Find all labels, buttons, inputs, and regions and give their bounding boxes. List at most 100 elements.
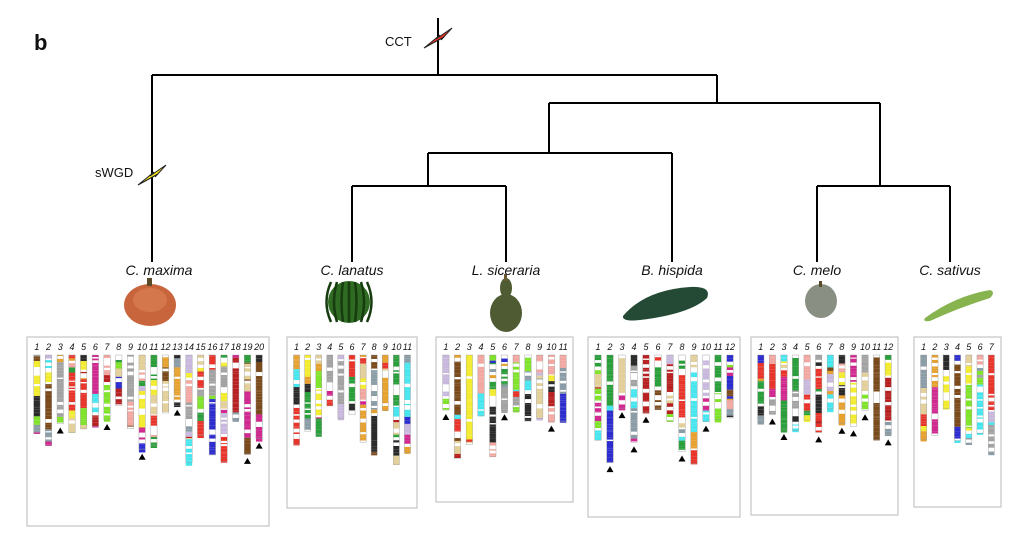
chromosome-label: 14 <box>184 342 194 352</box>
chromosome <box>45 354 52 446</box>
chromosome <box>477 354 485 417</box>
chromosome <box>524 354 532 422</box>
marker-triangle <box>501 414 508 421</box>
chromosome <box>826 354 834 413</box>
chromosome <box>920 354 927 442</box>
marker-triangle <box>884 439 892 446</box>
chromosome <box>208 354 216 459</box>
swgd-event-label: sWGD <box>95 165 134 180</box>
chromosome <box>815 354 823 433</box>
chromosome-label: 5 <box>805 342 811 352</box>
marker-triangle <box>861 414 869 421</box>
chromosome-label: 8 <box>116 342 121 352</box>
chromosome <box>512 354 520 413</box>
marker-triangle <box>56 427 64 434</box>
marker-triangle <box>642 416 650 423</box>
chromosome <box>337 354 345 421</box>
chromosome <box>56 354 64 426</box>
pumpkin-icon <box>124 278 176 326</box>
chromosome-label: 6 <box>978 342 983 352</box>
chromosome-label: 18 <box>231 342 241 352</box>
chromosome <box>244 354 251 455</box>
chromosome <box>702 354 710 422</box>
chromosome-label: 4 <box>955 342 960 352</box>
chromosome-label: 7 <box>514 342 520 352</box>
chromosome-label: 5 <box>966 342 972 352</box>
chromosome-label: 17 <box>219 342 230 352</box>
chromosome-label: 1 <box>443 342 448 352</box>
chromosome-label: 9 <box>383 342 388 352</box>
marker-triangle <box>103 423 111 430</box>
chromosome-label: 1 <box>595 342 600 352</box>
marker-triangle <box>547 425 555 432</box>
chromosome-label: 2 <box>606 342 612 352</box>
chromosome-label: 10 <box>860 342 870 352</box>
chromosome-label: 12 <box>725 342 735 352</box>
chromosome <box>988 354 995 456</box>
chromosome-label: 4 <box>631 342 636 352</box>
chromosome <box>850 354 857 429</box>
chromosome <box>315 354 322 437</box>
chromosome <box>382 354 389 412</box>
chromosome <box>714 354 722 423</box>
chromosome-label: 9 <box>691 342 696 352</box>
chromosome-label: 3 <box>58 342 63 352</box>
chromosome <box>359 354 367 443</box>
marker-triangle <box>255 442 263 449</box>
marker-triangle <box>678 455 686 462</box>
chromosome <box>293 354 300 446</box>
chromosome-label: 6 <box>655 342 660 352</box>
chromosome-label: 11 <box>872 342 881 352</box>
species-label-c-lanatus: C. lanatus <box>320 262 384 278</box>
chromosome <box>91 354 99 428</box>
chromosome-label: 3 <box>781 342 786 352</box>
chromosome <box>370 354 378 456</box>
chromosome <box>162 354 169 415</box>
cucumber-icon <box>924 290 993 322</box>
cct-event-label: CCT <box>385 34 412 49</box>
chromosome-label: 2 <box>769 342 775 352</box>
marker-triangle <box>768 418 776 425</box>
chromosome-label: 8 <box>372 342 377 352</box>
chromosome-label: 13 <box>172 342 182 352</box>
chromosome-label: 7 <box>828 342 834 352</box>
chromosome <box>185 354 193 466</box>
chromosome-label: 3 <box>316 342 321 352</box>
chromosome <box>489 354 497 458</box>
chromosome <box>138 354 146 453</box>
chromosome <box>232 354 240 422</box>
chromosome-label: 6 <box>93 342 98 352</box>
melon-icon <box>805 281 837 318</box>
marker-triangle <box>780 433 788 440</box>
chromosome <box>393 354 400 465</box>
chromosome <box>536 354 544 421</box>
chromosome-label: 9 <box>851 342 856 352</box>
chromosome <box>547 354 555 423</box>
chromosome-label: 4 <box>327 342 332 352</box>
chromosome-label: 5 <box>338 342 344 352</box>
chromosome <box>873 354 881 441</box>
chromosome <box>976 354 984 435</box>
chromosome <box>965 354 973 445</box>
chromosome <box>80 354 88 430</box>
chromosome <box>33 354 41 435</box>
chromosome-label: 2 <box>454 342 460 352</box>
chromosome <box>630 354 638 443</box>
marker-triangle <box>138 453 146 460</box>
chromosome <box>666 354 674 422</box>
chromosome-label: 12 <box>161 342 171 352</box>
chromosome <box>594 354 602 441</box>
chromosome <box>690 354 698 465</box>
chromosome <box>606 354 614 463</box>
chromosome <box>726 354 734 420</box>
species-label-l-siceraria: L. siceraria <box>471 262 541 278</box>
marker-triangle <box>630 446 638 453</box>
chromosome <box>442 354 450 412</box>
chromosome <box>501 354 508 413</box>
chromosome-label: 6 <box>816 342 821 352</box>
chromosome-label: 5 <box>643 342 649 352</box>
marker-triangle <box>815 436 823 443</box>
chromosome-label: 4 <box>793 342 798 352</box>
